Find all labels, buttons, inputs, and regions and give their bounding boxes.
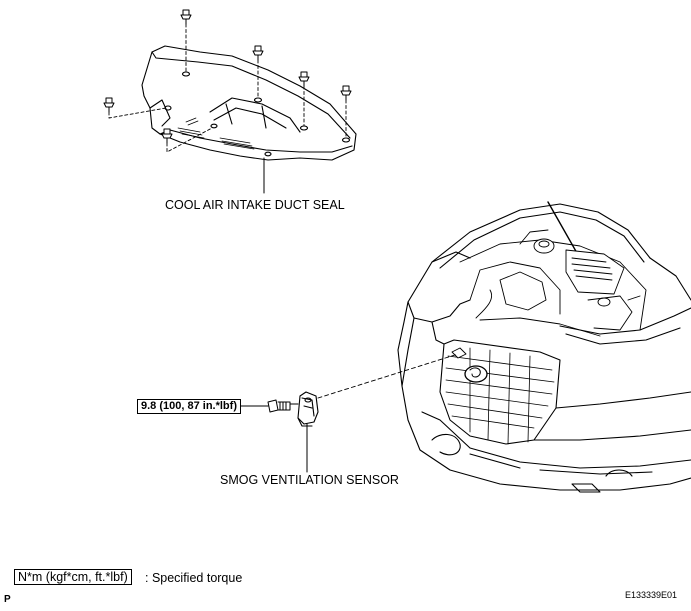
page-mark: P	[4, 594, 11, 605]
legend-description: : Specified torque	[145, 571, 243, 585]
sensor-label: SMOG VENTILATION SENSOR	[220, 473, 399, 487]
alignment-lines	[108, 23, 347, 153]
torque-unit-legend: N*m (kgf*cm, ft.*lbf)	[14, 569, 132, 585]
vehicle-front	[397, 201, 691, 493]
bolt	[267, 399, 299, 413]
duct-seal-label: COOL AIR INTAKE DUCT SEAL	[165, 198, 345, 212]
figure-id: E133339E01	[625, 590, 678, 600]
torque-spec-box: 9.8 (100, 87 in.*lbf)	[137, 399, 241, 414]
smog-sensor-part	[297, 391, 319, 427]
duct-seal-panel	[141, 45, 357, 161]
sensor-leader-dashed	[317, 353, 459, 399]
clip-fasteners	[103, 9, 352, 144]
